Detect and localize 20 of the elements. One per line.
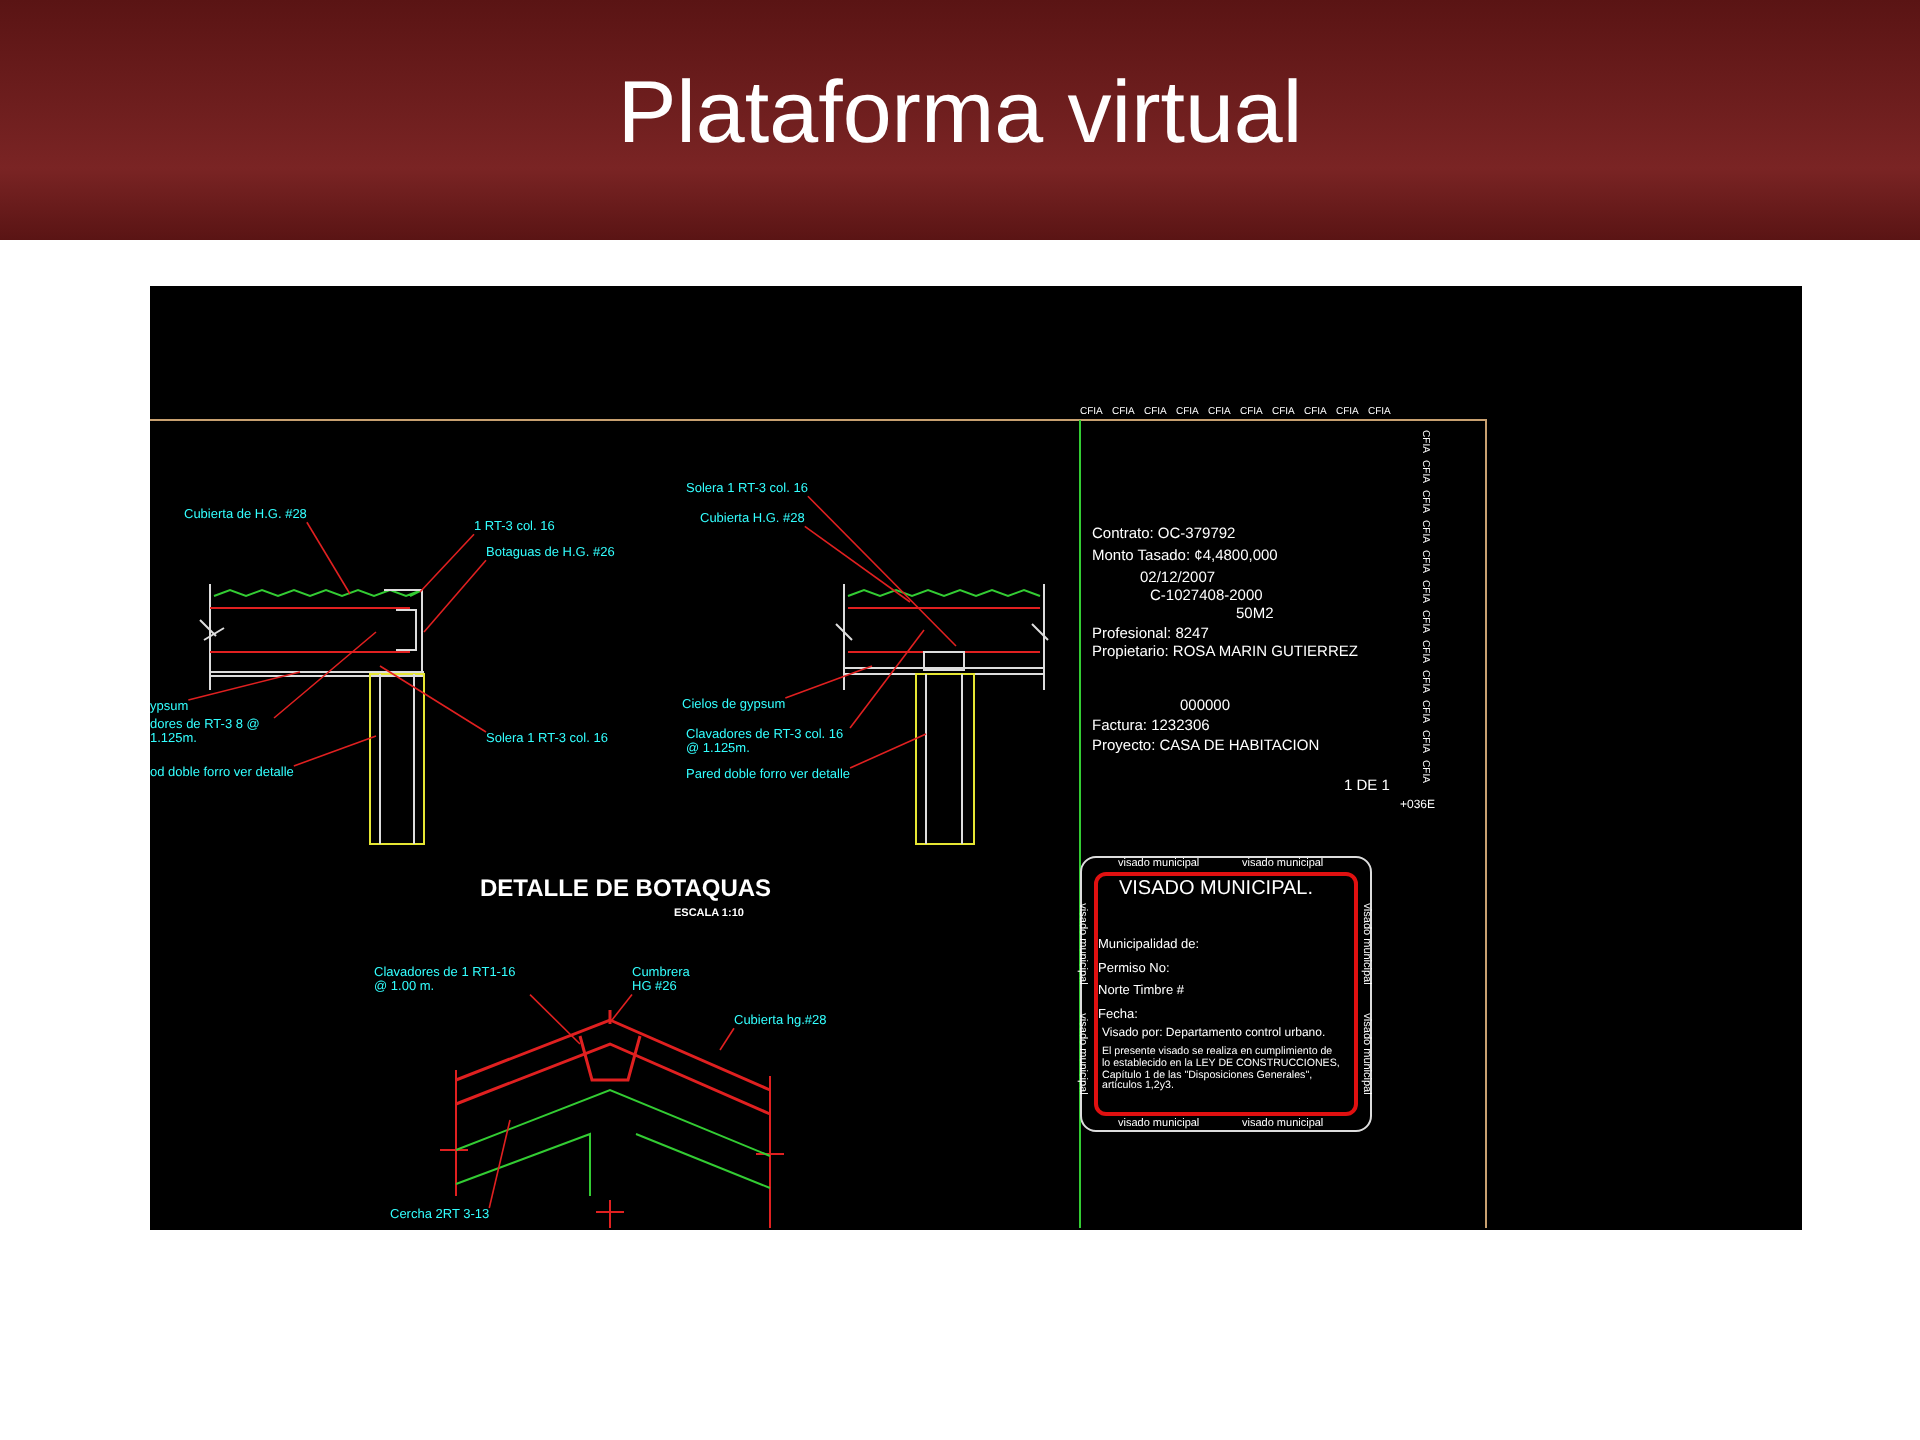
leader-line [784, 665, 873, 699]
stamp-box [1080, 856, 1372, 1132]
leader-line [849, 733, 927, 769]
leader-line [306, 521, 351, 595]
drawing-title: DETALLE DE BOTAQUAS [480, 876, 772, 903]
leader-line [419, 533, 475, 593]
leader-line [807, 495, 957, 647]
leader-line [379, 665, 487, 733]
leader-line [719, 1027, 735, 1051]
leader-line [293, 735, 377, 767]
leader-line [187, 671, 301, 701]
leader-line [849, 629, 925, 729]
stamp-heading: VISADO MUNICIPAL. [1116, 878, 1316, 901]
leader-line [423, 559, 487, 633]
leader-line [529, 993, 581, 1045]
leader-line [611, 993, 633, 1021]
slide-title: Plataforma virtual [615, 64, 1305, 164]
leader-line [804, 525, 911, 603]
leader-line [488, 1119, 511, 1209]
leader-line [273, 631, 377, 719]
